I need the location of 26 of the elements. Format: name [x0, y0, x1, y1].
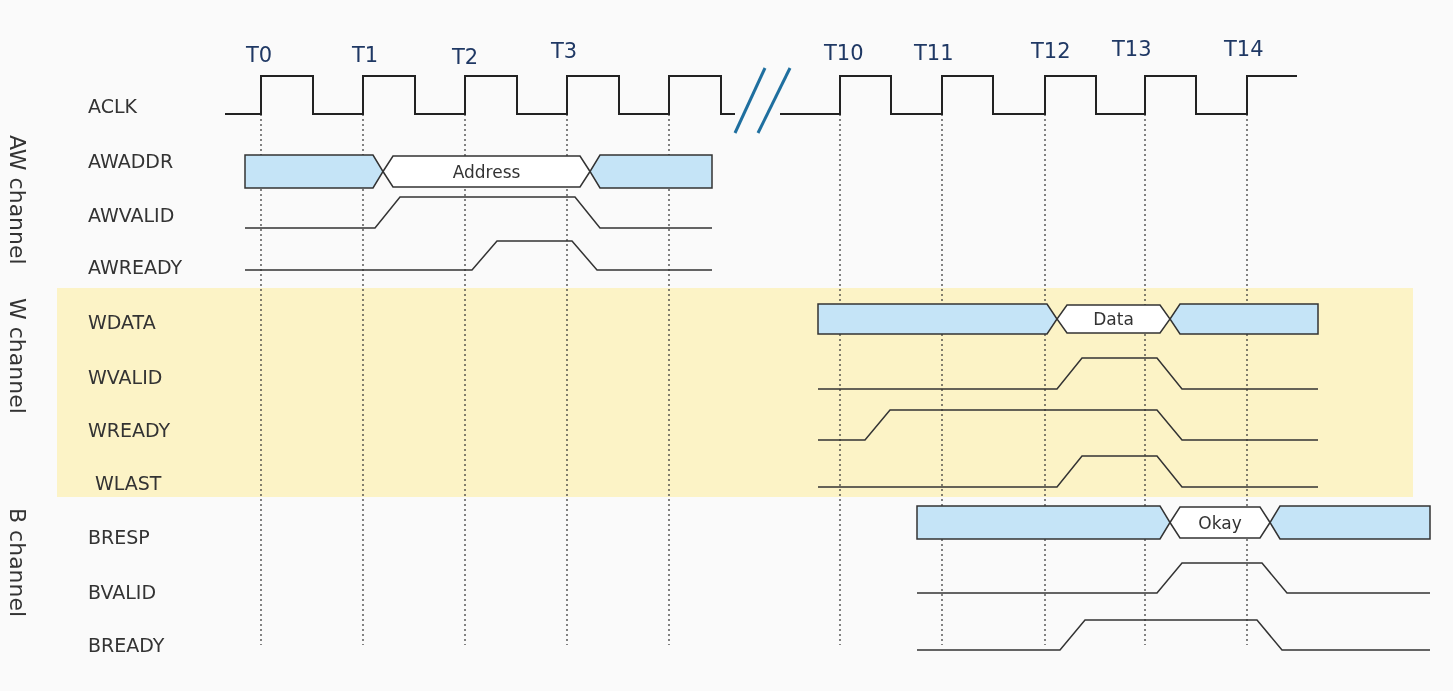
clock-edge-label: T12 — [1031, 40, 1071, 62]
signal-name: WVALID — [88, 366, 163, 388]
bus-value-hexagon: Address — [383, 155, 590, 188]
bus-value-hexagon: Data — [1057, 304, 1170, 334]
channel-name: B channel — [4, 508, 30, 618]
signal-name: AWREADY — [88, 256, 183, 278]
clock-edge-label: T14 — [1224, 38, 1264, 60]
signal-name: BVALID — [88, 581, 157, 603]
signal-name: BRESP — [88, 526, 150, 548]
clock-edge-label: T1 — [352, 44, 379, 66]
clock-edge-label: T13 — [1112, 38, 1152, 60]
clock-edge-label: T11 — [914, 42, 954, 64]
channel-name: AW channel — [4, 135, 30, 265]
signal-name: WREADY — [88, 419, 171, 441]
clock-edge-label: T2 — [452, 46, 479, 68]
channel-name: W channel — [4, 298, 30, 414]
signal-name: AWVALID — [88, 204, 175, 226]
clock-edge-label: T10 — [824, 42, 864, 64]
signal-name: ACLK — [88, 95, 137, 117]
signal-name: WLAST — [95, 472, 162, 494]
clock-edge-label: T0 — [246, 44, 273, 66]
signal-name: WDATA — [88, 311, 156, 333]
bus-value-hexagon: Okay — [1170, 506, 1270, 539]
clock-edge-label: T3 — [551, 40, 578, 62]
signal-name: BREADY — [88, 634, 165, 656]
signal-name: AWADDR — [88, 150, 174, 172]
